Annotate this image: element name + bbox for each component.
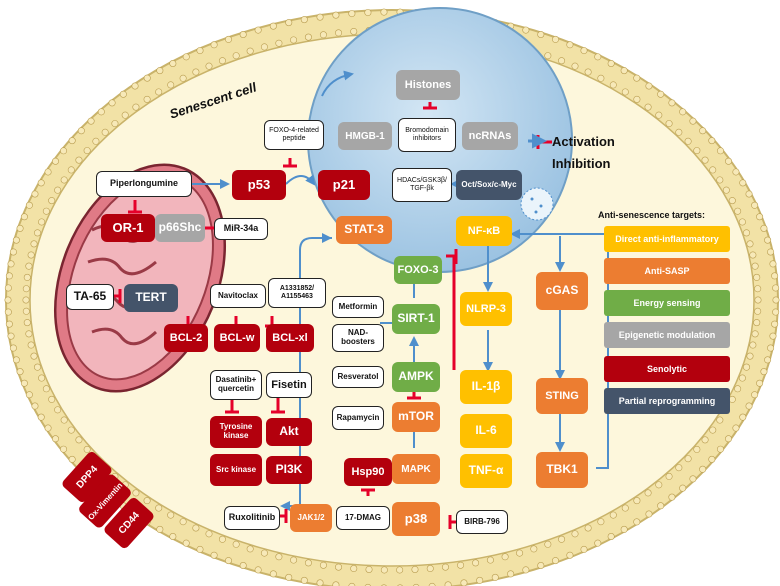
node-bclw: BCL-w [214, 324, 260, 352]
node-navitoclax: Navitoclax [210, 284, 266, 308]
node-il6: IL-6 [460, 414, 512, 448]
node-tert: TERT [124, 284, 178, 312]
node-il1b: IL-1β [460, 370, 512, 404]
node-ta65: TA-65 [66, 284, 114, 310]
node-hdacs: HDACs/GSK3β/ TGF-βk [392, 168, 452, 202]
legend-targets-title: Anti-senescence targets: [598, 210, 706, 220]
node-resveratol: Resveratol [332, 366, 384, 388]
legend-reprogramming: Partial reprogramming [604, 388, 730, 414]
legend-energy-sensing: Energy sensing [604, 290, 730, 316]
node-histones: Histones [396, 70, 460, 100]
node-nad-boosters: NAD- boosters [332, 324, 384, 352]
activation-arrows [192, 70, 609, 511]
node-sirt1: SIRT-1 [392, 304, 440, 334]
node-oct-sox-cmyc: Oct/Sox/c-Myc [456, 170, 522, 200]
node-ruxolitinib: Ruxolitinib [224, 506, 280, 530]
legend-inhibition: Inhibition [552, 156, 611, 171]
node-or1: OR-1 [101, 214, 155, 242]
node-mir34a: MiR-34a [214, 218, 268, 240]
legend-epigenetic: Epigenetic modulation [604, 322, 730, 348]
node-bcl2: BCL-2 [164, 324, 208, 352]
node-ncrnas: ncRNAs [462, 122, 518, 150]
node-sting: STING [536, 378, 588, 414]
node-p53: p53 [232, 170, 286, 200]
node-rapamycin: Rapamycin [332, 406, 384, 430]
node-akt: Akt [266, 418, 312, 446]
legend-senolytic: Senolytic [604, 356, 730, 382]
node-src-kinase: Src kinase [210, 454, 262, 486]
node-hmgb1: HMGB-1 [338, 122, 392, 150]
node-mtor: mTOR [392, 402, 440, 432]
node-tbk1: TBK1 [536, 452, 588, 488]
node-tyrosine-kinase: Tyrosine kinase [210, 416, 262, 448]
membrane-lipids [4, 8, 780, 586]
node-a1331852: A1331852/ A1155463 [268, 278, 326, 308]
vesicle [520, 187, 554, 221]
node-p66shc: p66Shc [155, 214, 205, 242]
legend-anti-inflammatory: Direct anti-inflammatory [604, 226, 730, 252]
node-dasatinib: Dasatinib+ quercetin [210, 370, 262, 400]
legend-anti-sasp: Anti-SASP [604, 258, 730, 284]
node-stat3: STAT-3 [336, 216, 392, 244]
node-birb796: BIRB-796 [456, 510, 508, 534]
node-nlrp3: NLRP-3 [460, 292, 512, 326]
node-metformin: Metformin [332, 296, 384, 318]
node-bclxl: BCL-xl [266, 324, 314, 352]
node-p21: p21 [318, 170, 370, 200]
node-tnfa: TNF-α [460, 454, 512, 488]
node-foxo3: FOXO-3 [394, 256, 442, 284]
node-bromodomain: Bromodomain inhibitors [398, 118, 456, 152]
node-jak12: JAK1/2 [290, 504, 332, 532]
node-ampk: AMPK [392, 362, 440, 392]
node-p38: p38 [392, 502, 440, 536]
node-pi3k: PI3K [266, 456, 312, 484]
node-17dmag: 17-DMAG [336, 506, 390, 530]
node-piperlongumine: Piperlongumine [96, 171, 192, 197]
legend-activation: Activation [552, 134, 615, 149]
node-cgas: cGAS [536, 272, 588, 310]
node-nfkb: NF-κB [456, 216, 512, 246]
node-hsp90: Hsp90 [344, 458, 392, 486]
node-fisetin: Fisetin [266, 372, 312, 398]
node-mapk: MAPK [392, 454, 440, 484]
node-foxo4-peptide: FOXO-4-related peptide [264, 120, 324, 150]
